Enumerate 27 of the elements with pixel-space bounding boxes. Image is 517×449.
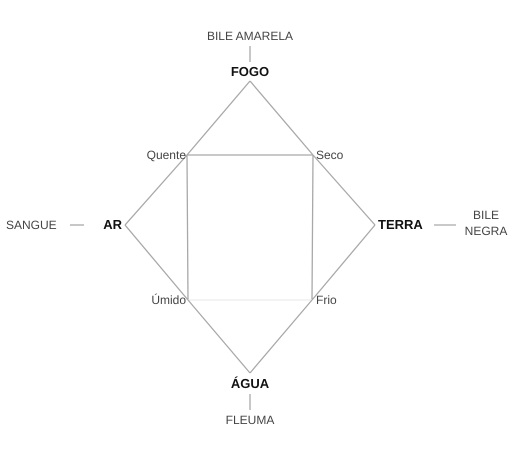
connector-line xyxy=(70,224,84,226)
element-label: AR xyxy=(86,217,122,233)
humor-label: BILE AMARELA xyxy=(200,28,300,44)
element-label: TERRA xyxy=(378,217,432,233)
connector-line xyxy=(250,300,312,374)
connector-line xyxy=(186,80,250,156)
connector-line xyxy=(124,154,188,226)
connector-line xyxy=(434,224,456,226)
connector-line xyxy=(186,155,189,300)
quality-label: Seco xyxy=(316,147,366,163)
connector-line xyxy=(249,46,251,62)
connector-line xyxy=(187,154,313,156)
humor-label: SANGUE xyxy=(6,217,68,233)
connector-line xyxy=(250,80,314,156)
connector-line xyxy=(312,224,376,300)
humor-label: BILE NEGRA xyxy=(458,207,514,239)
quality-label: Úmido xyxy=(126,292,186,308)
element-label: ÁGUA xyxy=(215,376,285,392)
quality-label: Frio xyxy=(316,292,366,308)
connector-line xyxy=(124,224,188,300)
connector-line xyxy=(312,154,376,226)
connector-line xyxy=(249,394,251,410)
connector-line xyxy=(311,155,314,300)
connector-line xyxy=(188,300,250,374)
quality-label: Quente xyxy=(126,147,186,163)
humor-label: FLEUMA xyxy=(205,412,295,428)
element-label: FOGO xyxy=(215,64,285,80)
